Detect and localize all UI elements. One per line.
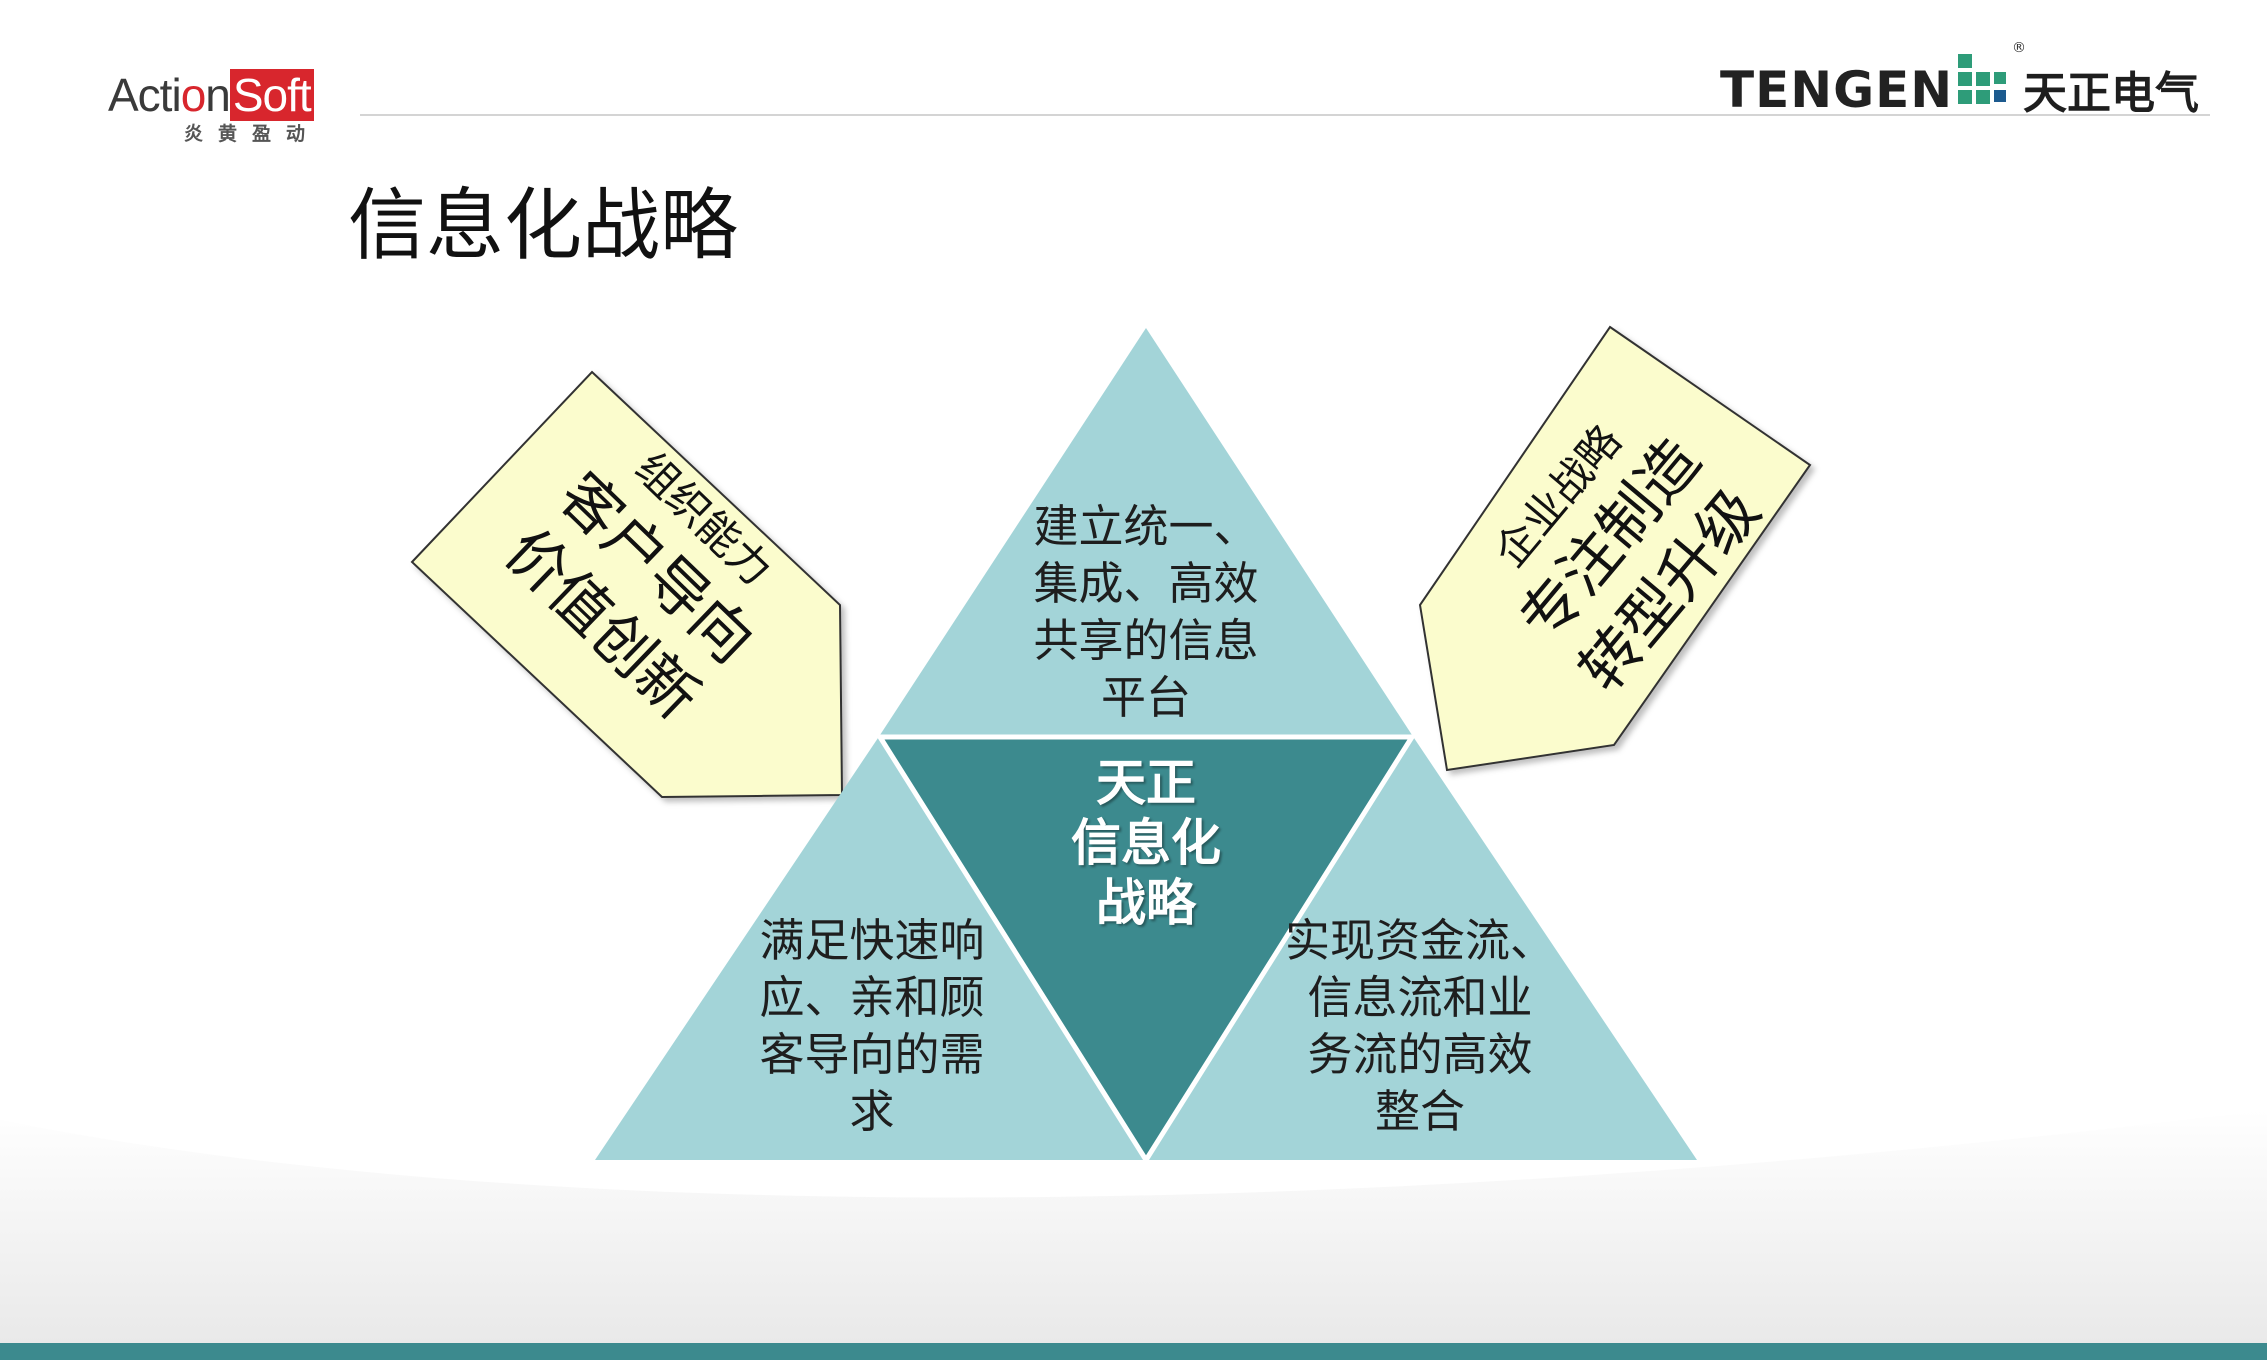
text-line: 客导向的需 [759,1028,985,1081]
right-arrow-callout [1418,325,1812,772]
text-line: 集成、高效 [1033,557,1259,610]
bottom-left-triangle [595,735,1146,1160]
text-line: 求 [849,1085,895,1138]
bottom-right-triangle [1146,735,1697,1160]
left-arrow-callout [410,370,844,799]
text-line: 平台 [1100,671,1191,724]
footer-bar [0,1343,2267,1360]
text-line: 战略 [1096,873,1196,932]
text-line: 实现资金流、 [1284,914,1555,967]
text-line: 满足快速响 [759,914,985,967]
center-triangle-text: 天正 信息化 战略 [1026,753,1266,933]
top-triangle [880,328,1412,735]
text-line: 应、亲和顾 [759,971,985,1024]
text-line: 天正 [1096,753,1196,812]
top-triangle-text: 建立统一、 集成、高效 共享的信息 平台 [996,498,1296,726]
text-line: 整合 [1374,1085,1465,1138]
bottom-right-triangle-text: 实现资金流、 信息流和业 务流的高效 整合 [1270,912,1570,1140]
actionsoft-wordmark: ActionSoft [108,66,314,124]
slide-title: 信息化战略 [348,181,739,271]
text-line: 信息化 [1071,813,1221,872]
center-triangle [875,734,1417,1165]
actionsoft-subtitle: 炎黄盈动 [184,123,321,145]
bottom-left-triangle-text: 满足快速响 应、亲和顾 客导向的需 求 [722,912,1022,1140]
text-line: 建立统一、 [1033,500,1259,553]
header-divider [360,114,2210,116]
tengen-wordmark: TENGEN [1720,61,1954,119]
text-line: 信息流和业 [1307,971,1533,1024]
tengen-logo: TENGEN ® 天正电气 [1720,40,2220,130]
actionsoft-logo: ActionSoft 炎黄盈动 [108,66,348,146]
tengen-chinese-name: 天正电气 [2023,68,2199,119]
tengen-mark-icon [1958,54,2006,104]
text-line: 共享的信息 [1033,614,1259,667]
registered-mark: ® [2012,40,2026,56]
text-line: 务流的高效 [1307,1028,1533,1081]
